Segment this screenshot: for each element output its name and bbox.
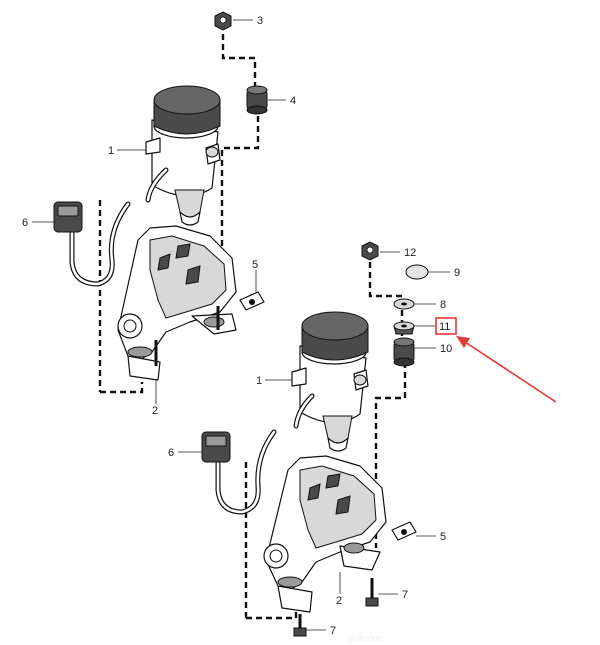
highlight-arrow [461, 339, 557, 403]
lower-spacer [393, 321, 415, 335]
upper-connector [53, 201, 83, 233]
lower-bolt-left [293, 614, 307, 637]
lower-callout-7b: 7 [330, 625, 336, 637]
lower-dash-mount-bracket [374, 362, 407, 548]
upper-vacuum-pump [145, 85, 221, 226]
upper-bracket [117, 225, 237, 381]
lower-assembly [178, 241, 450, 637]
lower-vacuum-pump [291, 311, 369, 452]
upper-assembly [32, 11, 286, 404]
lower-dash-bottom [246, 608, 298, 620]
lower-connector [201, 431, 231, 463]
lower-callout-8: 8 [440, 299, 446, 311]
upper-nut [214, 11, 232, 31]
lower-nut [361, 241, 379, 261]
watermark: autodoc [348, 634, 384, 645]
upper-callout-3: 3 [257, 15, 263, 27]
upper-dash-nut-mount [221, 34, 257, 88]
lower-callout-11: 11 [439, 321, 450, 333]
highlight-box [435, 317, 457, 335]
upper-callout-2: 2 [152, 405, 158, 417]
lower-callout-10: 10 [440, 343, 452, 355]
lower-bolt-right [365, 578, 379, 607]
lower-callout-12: 12 [404, 247, 416, 259]
lower-bracket [263, 455, 387, 613]
upper-dash-bottom [100, 382, 144, 394]
upper-callout-5: 5 [252, 259, 258, 271]
upper-dash-mount-bracket [220, 116, 260, 290]
upper-callout-1: 1 [108, 145, 114, 157]
highlight-annotation [435, 317, 557, 403]
lower-callout-6: 6 [168, 447, 174, 459]
lower-callout-2: 2 [336, 595, 342, 607]
lower-callout-9: 9 [454, 267, 460, 279]
lower-callout-7a: 7 [402, 589, 408, 601]
upper-clip [239, 291, 265, 311]
lower-rubber-mount [393, 337, 415, 367]
upper-callout-4: 4 [290, 95, 296, 107]
lower-clip [391, 521, 417, 541]
upper-rubber-mount [246, 85, 268, 115]
lower-callout-5: 5 [440, 531, 446, 543]
highlight-arrow-head [456, 336, 470, 348]
upper-callout-6: 6 [22, 217, 28, 229]
lower-callout-1: 1 [256, 375, 262, 387]
lower-cap [405, 264, 429, 280]
lower-dash-nut-mount [368, 262, 404, 338]
lower-washer [393, 298, 415, 310]
